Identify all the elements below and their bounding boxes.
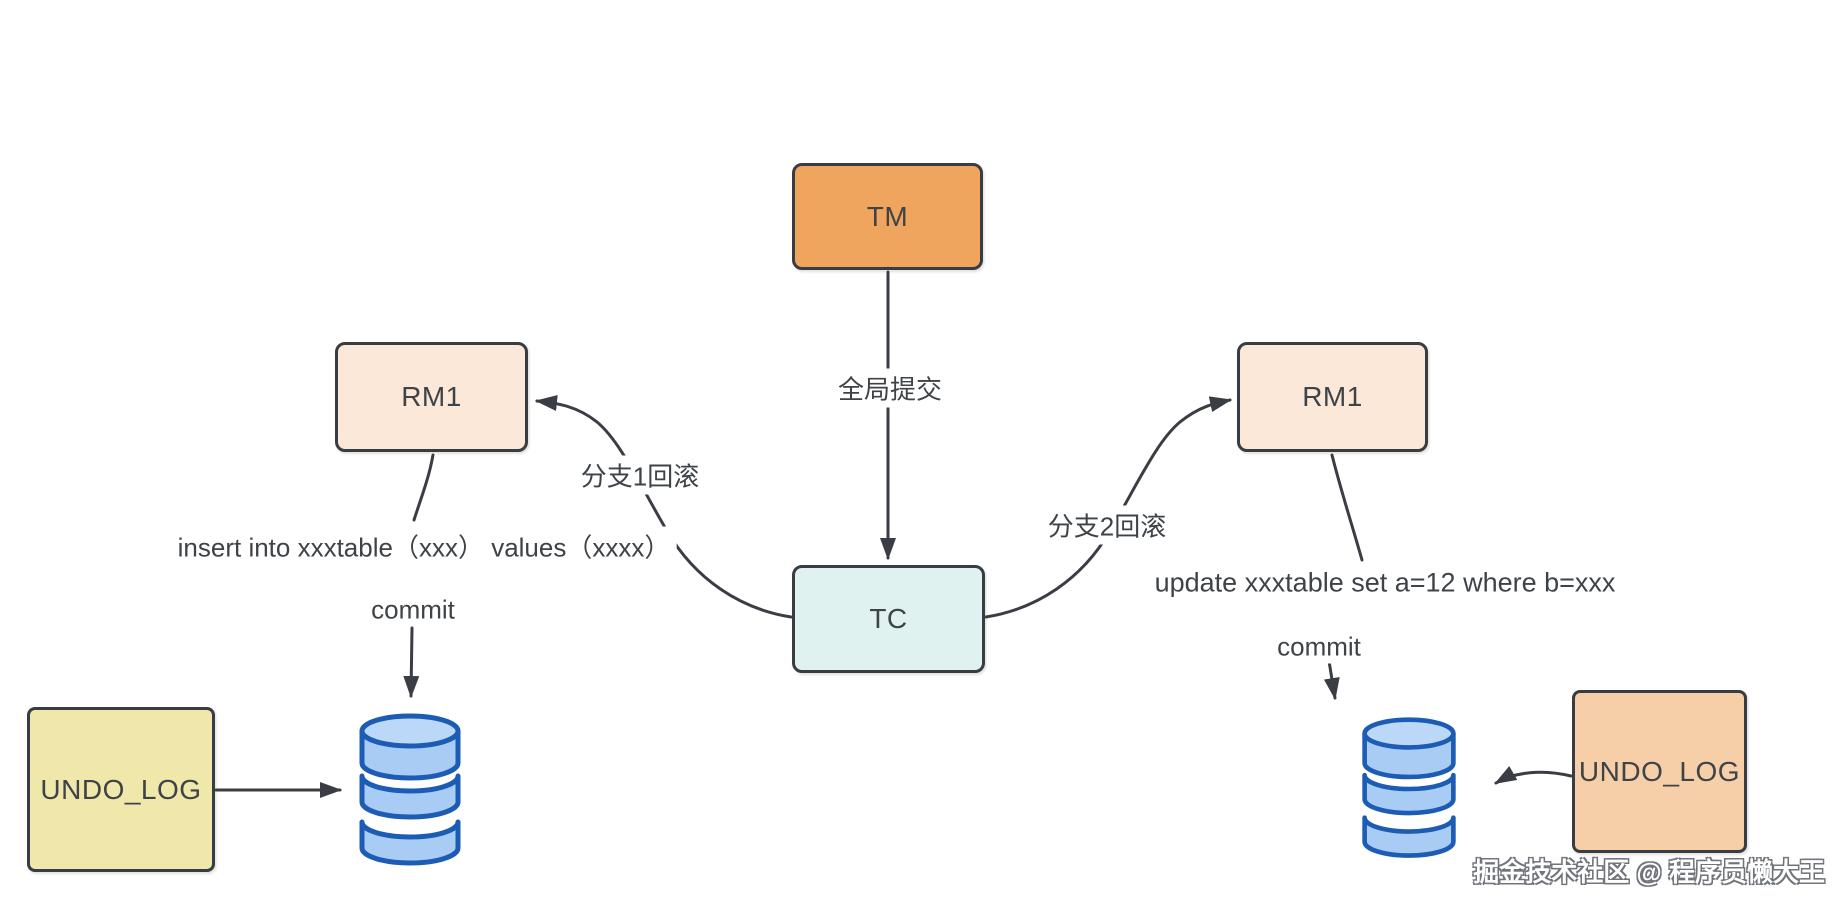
edge-tc-to-rm1-left bbox=[535, 395, 793, 619]
edge-commit-right-to-db bbox=[1323, 659, 1340, 700]
edge-rm1-right-to-sql bbox=[1330, 453, 1364, 562]
edge-tc-to-rm1-right bbox=[984, 396, 1232, 619]
rm1-right-node: RM1 bbox=[1237, 342, 1428, 452]
tc-node: TC bbox=[792, 565, 985, 673]
commit-label-left: commit bbox=[365, 593, 461, 627]
edge-undo-right-to-db bbox=[1494, 766, 1573, 785]
rm1-right-node-label: RM1 bbox=[1302, 381, 1363, 412]
update-sql-text: update xxxtable set a=12 where b=xxx bbox=[1148, 566, 1622, 600]
edge-rm1-left-to-sql bbox=[412, 453, 435, 522]
insert-sql-text: insert into xxxtable（xxx） values（xxxx） bbox=[171, 526, 677, 566]
commit-label-right: commit bbox=[1271, 630, 1367, 664]
branch1-rollback-label: 分支1回滚 bbox=[574, 455, 706, 495]
rm1-left-node: RM1 bbox=[335, 342, 528, 452]
database-icon bbox=[359, 713, 461, 866]
undo-log-left-node: UNDO_LOG bbox=[27, 707, 215, 872]
watermark: 掘金技术社区 @ 程序员懒大王 bbox=[1473, 857, 1825, 887]
tm-node-label: TM bbox=[866, 200, 909, 232]
branch2-rollback-label: 分支2回滚 bbox=[1041, 505, 1173, 545]
undo-log-right-node: UNDO_LOG bbox=[1572, 690, 1747, 853]
undo-log-right-label: UNDO_LOG bbox=[1578, 755, 1741, 787]
tm-node: TM bbox=[792, 163, 983, 270]
edge-commit-left-to-db bbox=[403, 626, 420, 698]
database-icon bbox=[1362, 717, 1456, 858]
rm1-left-node-label: RM1 bbox=[401, 381, 462, 412]
global-commit-label: 全局提交 bbox=[831, 368, 949, 408]
tc-node-label: TC bbox=[869, 603, 908, 634]
undo-log-left-label: UNDO_LOG bbox=[40, 773, 202, 805]
